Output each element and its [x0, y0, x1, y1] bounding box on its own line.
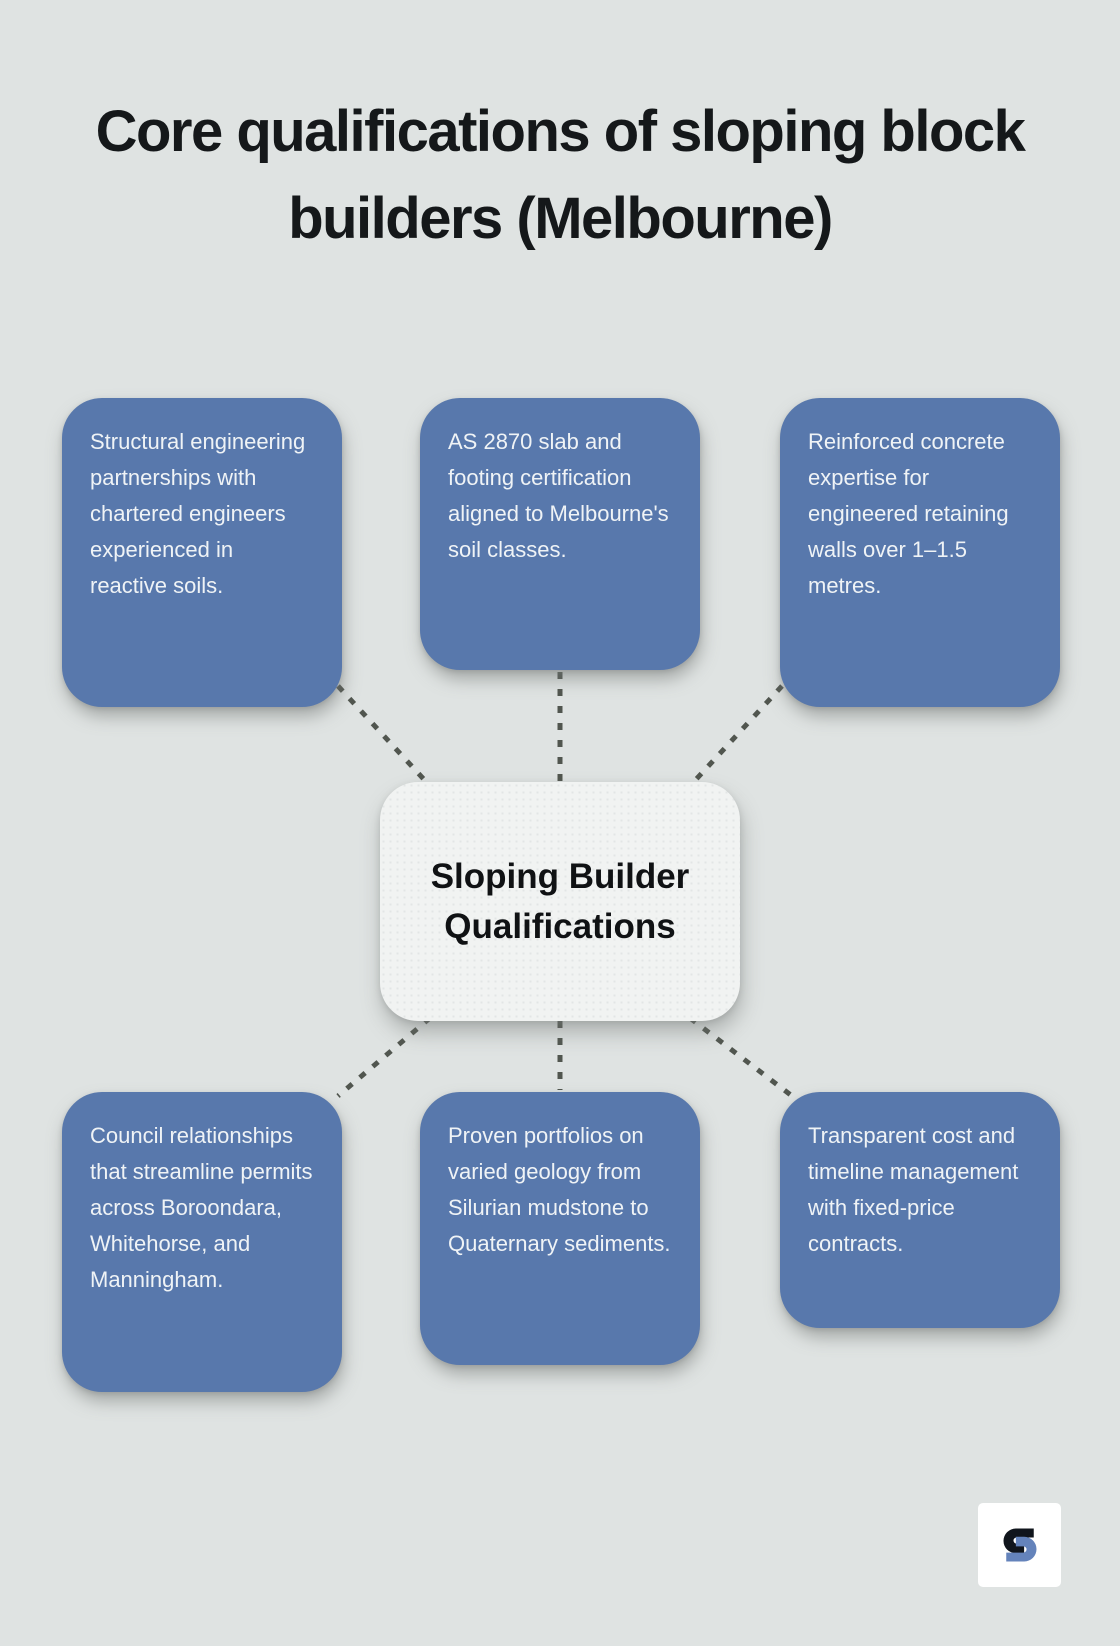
center-node-label: Sloping Builder Qualifications	[430, 856, 690, 946]
brand-logo	[978, 1503, 1061, 1587]
connector-bottom-right	[688, 1016, 794, 1098]
node-structural-engineering: Structural engineering partnerships with…	[62, 398, 342, 707]
page-title: Core qualifications of sloping block bui…	[95, 99, 1026, 251]
center-node: Sloping Builder Qualifications	[380, 782, 740, 1021]
node-council-relationships: Council relationships that streamline pe…	[62, 1092, 342, 1392]
connector-bottom-left	[336, 1016, 432, 1098]
connector-top-left	[336, 684, 432, 788]
node-text: AS 2870 slab and footing certification a…	[448, 429, 669, 562]
node-reinforced-concrete: Reinforced concrete expertise for engine…	[780, 398, 1060, 707]
node-as-2870-certification: AS 2870 slab and footing certification a…	[420, 398, 700, 670]
connector-top-right	[688, 684, 784, 788]
node-transparent-cost: Transparent cost and timeline management…	[780, 1092, 1060, 1328]
node-proven-portfolios: Proven portfolios on varied geology from…	[420, 1092, 700, 1365]
node-text: Council relationships that streamline pe…	[90, 1123, 313, 1292]
node-text: Structural engineering partnerships with…	[90, 429, 306, 598]
s-logo-icon	[1003, 1528, 1036, 1562]
node-text: Reinforced concrete expertise for engine…	[808, 429, 1009, 598]
node-text: Proven portfolios on varied geology from…	[448, 1123, 671, 1256]
node-text: Transparent cost and timeline management…	[808, 1123, 1019, 1256]
